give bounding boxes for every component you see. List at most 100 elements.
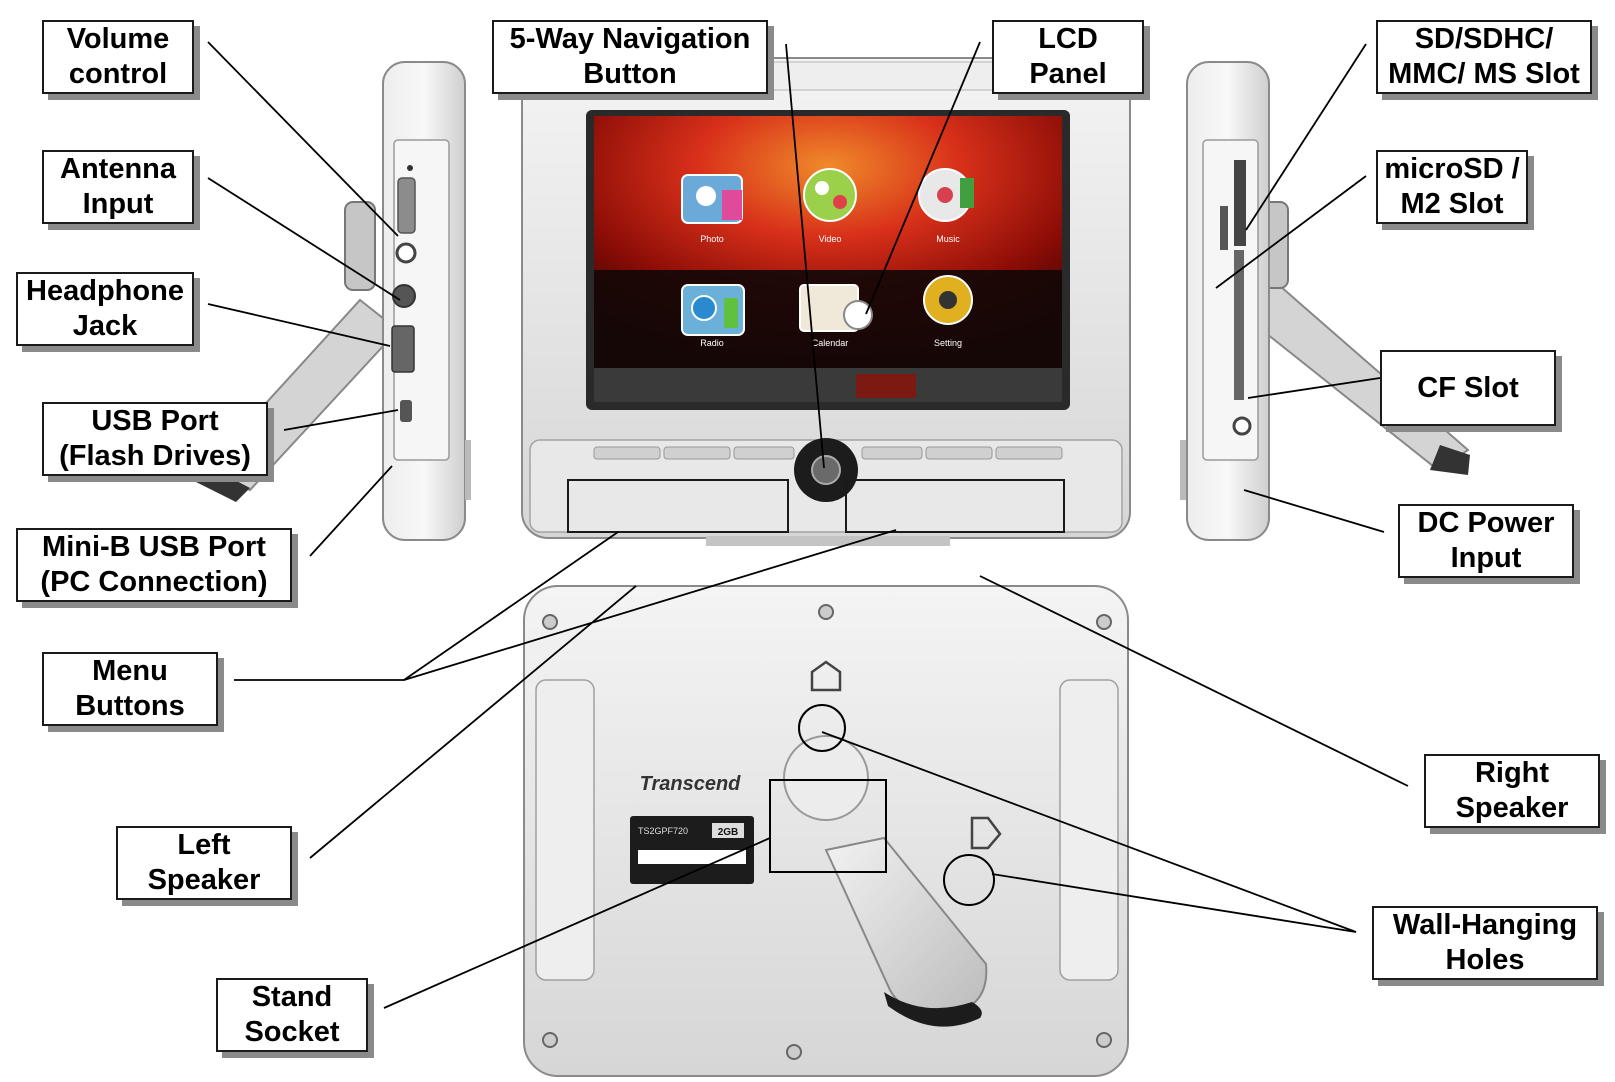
callout-lcd-panel: LCD Panel [992,20,1144,94]
menu-button-3 [733,446,795,460]
callout-antenna-input-line1: Antenna [60,153,176,185]
leader-usb [283,409,399,431]
left-speaker-grille [567,479,789,533]
callout-left-speaker-line2: Speaker [147,864,261,896]
callout-menu-buttons: Menu Buttons [42,652,218,726]
back-left-rail [535,679,595,981]
screw-top-left [542,614,558,630]
wall-hole-top-marker [798,704,846,752]
callout-left-speaker: Left Speaker [116,826,292,900]
callout-microsd-slot-line1: microSD / [1384,153,1520,185]
callout-headphone-jack: Headphone Jack [16,272,194,346]
menu-button-4 [861,446,923,460]
callout-sd-slot: SD/SDHC/ MMC/ MS Slot [1376,20,1592,94]
leader-cf [1247,377,1381,399]
left-top-dot [407,165,413,171]
callout-navigation-button-line2: Button [583,58,677,90]
hang-icon-right [970,816,1002,850]
callout-stand-socket-line2: Socket [244,1016,340,1048]
callout-mini-b-usb-port: Mini-B USB Port (PC Connection) [16,528,292,602]
right-stand-arm-dark [1430,445,1470,475]
leader-microsd [1215,175,1367,289]
screw-bottom-center [786,1044,802,1060]
screw-bottom-right [1096,1032,1112,1048]
right-side-view [1180,61,1470,541]
callout-lcd-panel-line2: Panel [1029,58,1107,90]
callout-cf-slot-line1: CF Slot [1417,371,1519,404]
front-view: Photo Video Music Radio Calendar Setting [521,57,1131,546]
lcd-status-bar [594,368,1062,402]
leader-wall-1 [821,731,1357,933]
lcd-status-highlight [856,374,916,398]
screen-icon-photo [681,174,743,224]
leader-mini-usb [309,465,393,557]
stand-socket-marker [769,779,887,873]
leader-sd [1245,43,1367,231]
callout-mini-b-usb-port-line1: Mini-B USB Port [42,531,266,563]
dc-power-socket [1232,416,1252,436]
callout-wall-holes-line1: Wall-Hanging [1392,909,1578,941]
callout-microsd-slot: microSD / M2 Slot [1376,150,1528,224]
back-body [523,585,1129,1077]
nav-button-center [811,455,841,485]
callout-volume-control-line2: control [68,58,168,90]
leader-stand-socket [383,837,771,1009]
callout-usb-port-line1: USB Port [91,405,219,437]
mini-usb-socket [400,400,412,422]
callout-right-speaker-line1: Right [1474,757,1550,789]
callout-headphone-jack-line1: Headphone [26,275,184,307]
hang-icon-top [810,660,842,692]
product-model: TS2GPF720 [638,826,688,836]
callout-left-speaker-line1: Left [177,829,231,861]
front-foot [706,536,950,546]
leader-wall-2 [991,873,1357,933]
screen-label-video: Video [819,234,842,244]
screw-top-right [1096,614,1112,630]
callout-dc-power: DC Power Input [1398,504,1574,578]
left-hinge [344,201,376,291]
right-speaker-grille [845,479,1065,533]
callout-antenna-input: Antenna Input [42,150,194,224]
callout-menu-buttons-line1: Menu [92,655,168,687]
callout-navigation-button-line1: 5-Way Navigation [509,23,751,55]
product-capacity-box [712,823,744,838]
callout-usb-port: USB Port (Flash Drives) [42,402,268,476]
callout-microsd-slot-line2: M2 Slot [1400,188,1504,220]
callout-menu-buttons-line2: Buttons [75,690,185,722]
cf-slot-opening [1234,250,1244,400]
leader-menu-2 [403,529,897,681]
right-side-inner [1202,139,1259,461]
callout-stand-socket: Stand Socket [216,978,368,1052]
microsd-slot-opening [1220,206,1228,250]
callout-headphone-jack-line2: Jack [72,310,138,342]
wall-hole-right-marker [943,854,995,906]
product-label-strip [638,850,746,864]
leader-right-speaker [979,575,1409,787]
leader-dc [1243,489,1385,533]
back-view: Transcend TS2GPF720 2GB [523,585,1129,1077]
product-capacity: 2GB [718,827,739,838]
screen-icon-video [803,168,857,222]
menu-button-6 [995,446,1063,460]
leader-left-speaker [309,585,637,859]
leader-volume [207,41,399,237]
screen-label-setting: Setting [934,338,962,348]
menu-button-5 [925,446,993,460]
right-side-foot [1180,440,1186,500]
screw-bottom-left [542,1032,558,1048]
leader-nav [785,43,825,469]
stand-pivot-disc [783,735,869,821]
left-side-foot [465,440,471,500]
callout-usb-port-line2: (Flash Drives) [59,440,251,472]
callout-wall-holes-line2: Holes [1445,944,1525,976]
menu-button-2 [663,446,731,460]
leader-headphone [207,303,391,347]
screen-label-music: Music [936,234,960,244]
back-right-rail [1059,679,1119,981]
back-stand-arm-dark [884,992,982,1027]
callout-antenna-input-line2: Input [82,188,154,220]
screw-top-center [818,604,834,620]
callout-lcd-panel-line1: LCD [1038,23,1098,55]
antenna-socket [395,242,417,264]
